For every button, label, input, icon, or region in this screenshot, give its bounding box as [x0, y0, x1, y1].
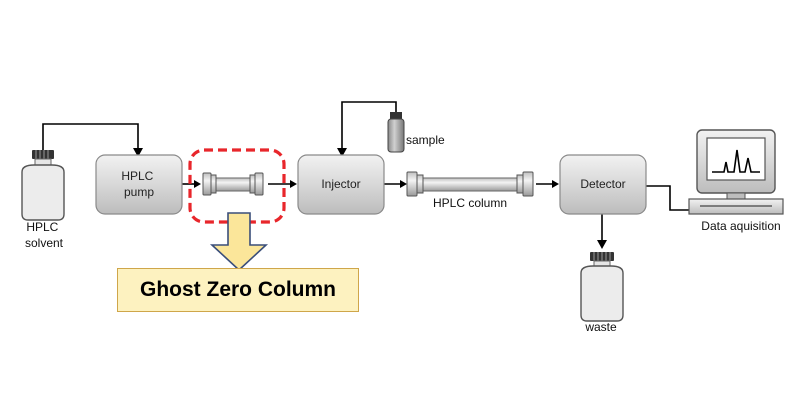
- bottle-icon: [580, 252, 624, 322]
- callout-arrow: [209, 212, 269, 272]
- vial-icon: [387, 112, 405, 153]
- waste-label: waste: [584, 320, 617, 334]
- injector-box: Injector: [297, 154, 385, 215]
- arrowhead-pump: [133, 148, 143, 157]
- zero-column: [202, 172, 264, 196]
- line-sample-to-injector: [341, 101, 397, 150]
- pump-box: HPLC pump: [95, 154, 183, 215]
- bottle-icon: [21, 150, 65, 221]
- arrowhead-injector-top: [337, 148, 347, 157]
- ghost-zero-column-callout: Ghost Zero Column: [117, 268, 359, 312]
- injector-label: Injector: [321, 177, 360, 191]
- flow-lines: [42, 101, 696, 242]
- column-icon: [406, 171, 534, 197]
- arrowhead-column-in: [400, 180, 407, 188]
- arrowhead-injector: [290, 180, 297, 188]
- pump-label: HPLC pump: [121, 169, 156, 199]
- line-solvent-to-pump: [42, 123, 139, 156]
- solvent-label: HPLC solvent: [25, 220, 64, 250]
- arrowhead-waste: [597, 240, 607, 249]
- sample-label: sample: [406, 133, 445, 147]
- arrowhead-zero-column-in: [194, 180, 201, 188]
- arrowhead-detector: [552, 180, 559, 188]
- column-label: HPLC column: [433, 196, 507, 210]
- arrow-heads: [133, 148, 607, 249]
- line-detector-to-data: [646, 185, 696, 211]
- data-acquisition-label: Data aquisition: [701, 219, 780, 233]
- computer-monitor-icon: [688, 129, 784, 215]
- detector-box: Detector: [559, 154, 647, 215]
- callout-title: Ghost Zero Column: [140, 278, 336, 301]
- detector-label: Detector: [580, 177, 625, 191]
- chromatogram-trace: [712, 149, 760, 173]
